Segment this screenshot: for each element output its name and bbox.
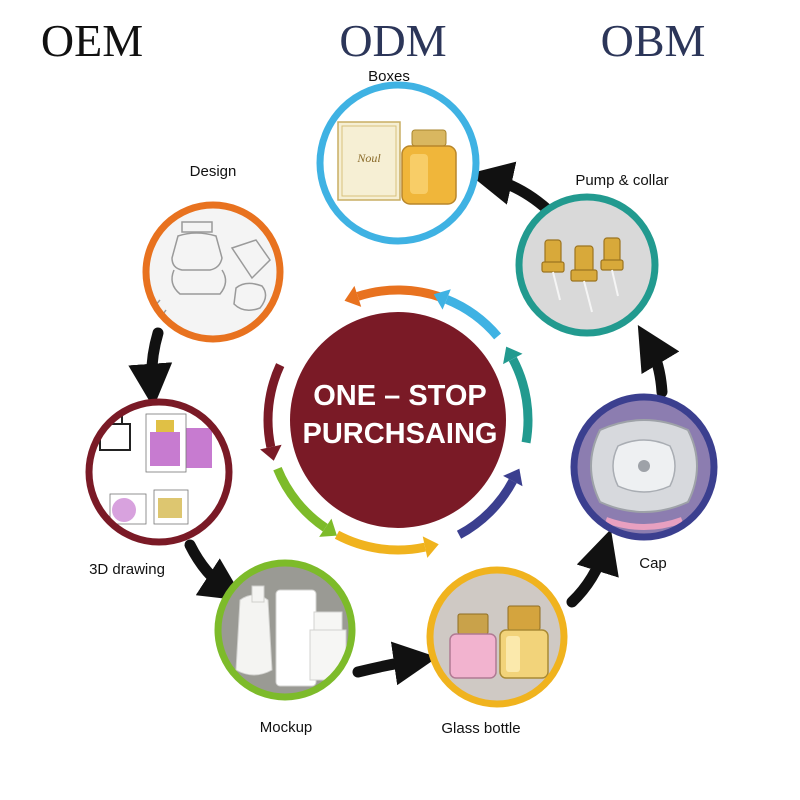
white-mockup-image	[218, 563, 352, 697]
inner-arrow-yellow	[334, 530, 426, 555]
step-design: Design	[142, 163, 284, 343]
step-3d: 3D drawing	[85, 398, 233, 578]
step-pump: Pump & collar	[515, 172, 669, 337]
inner-arrow-maroon-head	[260, 444, 282, 461]
arrow-design-to-3d	[128, 327, 173, 408]
step-cap: Cap	[570, 393, 718, 572]
center-line-1: ONE – STOP	[313, 380, 487, 412]
inner-arrow-teal	[508, 356, 533, 444]
step-label-glass: Glass bottle	[441, 720, 520, 737]
glass-bottle-image	[430, 570, 564, 704]
inner-arrow-teal-head	[503, 346, 523, 365]
odm-title: ODM	[339, 15, 446, 66]
inner-arrows	[260, 285, 533, 558]
obm-title: OBM	[601, 15, 706, 66]
inner-arrow-indigo-head	[503, 468, 523, 487]
inner-arrow-green-head	[319, 518, 337, 537]
inner-arrow-blue-head	[433, 289, 451, 310]
arrow-mockup-to-glass	[352, 641, 438, 686]
inner-arrow-maroon	[263, 363, 285, 448]
inner-arrow-orange-head	[344, 285, 362, 307]
inner-arrow-orange	[356, 285, 445, 303]
technical-drawing-image	[89, 402, 229, 542]
inner-arrow-indigo	[456, 478, 517, 539]
step-label-pump: Pump & collar	[575, 172, 668, 189]
gold-pump-image	[519, 197, 655, 333]
oem-title: OEM	[41, 15, 143, 66]
inner-arrow-yellow-head	[422, 536, 439, 558]
arrow-glass-to-cap	[566, 529, 619, 608]
step-label-mockup: Mockup	[260, 719, 313, 736]
inner-arrow-green	[273, 466, 328, 532]
step-label-3d: 3D drawing	[89, 561, 165, 578]
step-label-cap: Cap	[639, 555, 667, 572]
box-brand-text: Noul	[356, 151, 381, 165]
step-boxes: Noul Boxes	[316, 68, 480, 245]
silver-cap-image	[574, 397, 714, 537]
step-mockup: Mockup	[214, 559, 356, 736]
inner-arrow-blue	[444, 295, 502, 340]
outer-arrows	[128, 161, 680, 686]
step-glass: Glass bottle	[426, 566, 568, 737]
center-line-2: PURCHSAING	[303, 418, 498, 450]
arrow-cap-to-pump	[637, 325, 680, 398]
arrow-pump-to-boxes	[468, 161, 554, 216]
perfume-box-image: Noul	[320, 85, 476, 241]
arrow-3d-to-mockup	[184, 539, 245, 601]
sketch-image	[146, 205, 280, 339]
step-label-boxes: Boxes	[368, 68, 410, 85]
step-label-design: Design	[190, 163, 237, 180]
center-circle	[290, 312, 506, 528]
